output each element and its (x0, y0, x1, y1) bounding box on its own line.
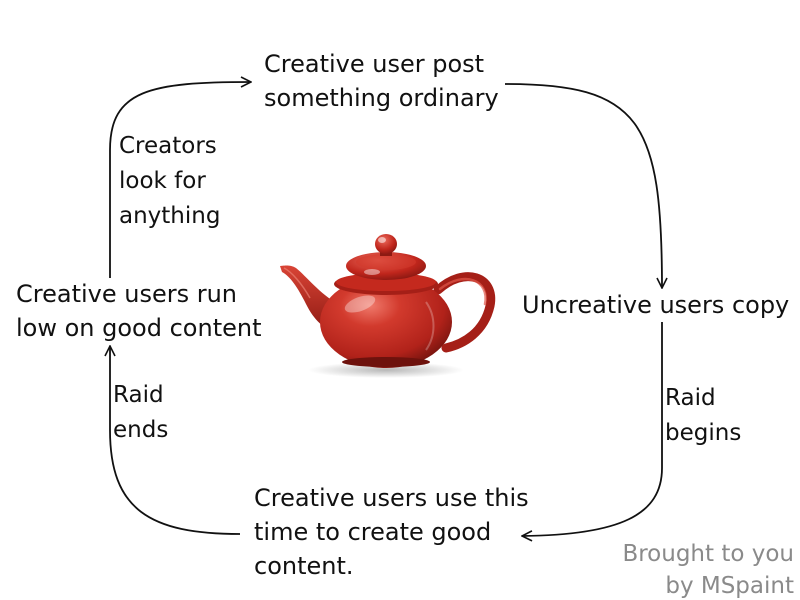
node-creative-users-create: Creative users use this time to create g… (254, 481, 529, 583)
edge-label-line: begins (665, 420, 742, 446)
node-creative-users-run-low: Creative users run low on good content (16, 277, 261, 345)
credit-text: Brought to you by MSpaint (622, 538, 794, 600)
edge-label-raid-ends: Raid ends (113, 378, 168, 448)
node-line: Creative user post (264, 50, 485, 78)
arrow-right-to-bottom (522, 322, 663, 536)
arrow-bottom-to-left (110, 346, 241, 535)
arrow-top-to-right (504, 83, 662, 288)
credit-line: Brought to you (622, 541, 794, 567)
node-line: something ordinary (264, 84, 499, 112)
teapot-image (280, 234, 496, 378)
node-line: time to create good (254, 518, 492, 546)
credit-line: by MSpaint (665, 573, 794, 599)
edge-label-line: Raid (665, 385, 716, 411)
node-line: Creative users use this (254, 484, 529, 512)
node-line: Creative users run (16, 280, 238, 308)
arrow-left-to-top (109, 82, 251, 278)
edge-label-line: Creators (119, 133, 217, 159)
node-uncreative-users-copy: Uncreative users copy (522, 288, 789, 322)
edge-label-line: Raid (113, 382, 164, 408)
node-line: Uncreative users copy (522, 291, 790, 319)
edge-label-raid-begins: Raid begins (665, 381, 741, 451)
edge-label-creators-look: Creators look for anything (119, 129, 220, 234)
node-line: content. (254, 552, 354, 580)
edge-label-line: ends (113, 417, 169, 443)
node-line: low on good content (16, 314, 262, 342)
edge-label-line: anything (119, 203, 221, 229)
edge-label-line: look for (119, 168, 206, 194)
node-creative-user-post: Creative user post something ordinary (264, 47, 499, 115)
